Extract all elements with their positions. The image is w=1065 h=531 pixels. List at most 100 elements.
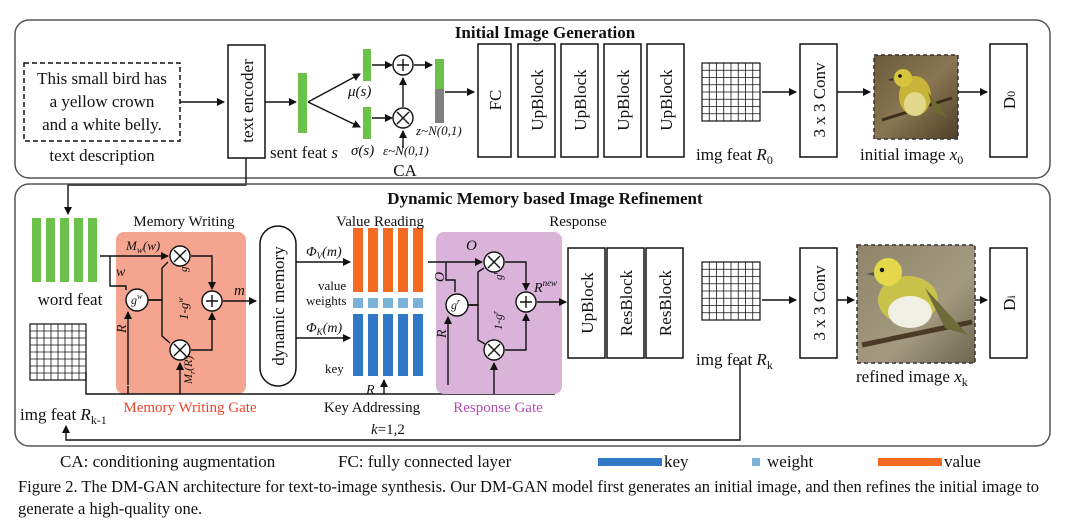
phi-k-label: ΦK(m) xyxy=(306,321,342,337)
value-slot xyxy=(413,228,423,292)
response-gate-label: Response Gate xyxy=(453,400,543,416)
word-feat-bar xyxy=(32,218,41,282)
text-line-1: This small bird has xyxy=(37,69,167,88)
stage2-resblock-2-label: ResBlock xyxy=(656,269,675,336)
ca-label: CA xyxy=(393,161,417,180)
weight-slot xyxy=(398,298,408,308)
legend-ca: CA: conditioning augmentation xyxy=(60,452,276,471)
stage1-title: Initial Image Generation xyxy=(455,23,636,42)
text-description-label: text description xyxy=(49,146,155,165)
key-slot xyxy=(398,314,408,376)
mr-label: Mr(R) xyxy=(181,356,197,385)
discriminator-0 xyxy=(989,43,1028,158)
discriminator-i xyxy=(989,247,1028,359)
stage2-panel xyxy=(14,183,1051,447)
text-line-2: a yellow crown xyxy=(50,92,155,111)
sent-feat-label: sent feat s xyxy=(270,143,338,162)
fc-box xyxy=(477,43,512,158)
img-feat-r0-label: img feat R0 xyxy=(696,145,773,167)
key-slot xyxy=(383,314,393,376)
discriminator-0-label: D0 xyxy=(1000,91,1019,109)
stage2-title: Dynamic Memory based Image Refinement xyxy=(387,189,703,208)
value-reading-title: Value Reading xyxy=(336,214,424,230)
key-label: key xyxy=(325,361,344,376)
conv-box-1 xyxy=(799,43,838,158)
legend-fc: FC: fully connected layer xyxy=(338,452,512,471)
initial-image-label: initial image x0 xyxy=(860,145,963,167)
sigma-bar xyxy=(363,107,371,139)
memory-writing-title: Memory Writing xyxy=(133,214,235,230)
word-feat-bars xyxy=(32,218,97,282)
r-symbol-mw: R xyxy=(115,324,130,334)
upblock-4 xyxy=(646,43,685,158)
value-slot xyxy=(368,228,378,292)
stage2-resblock-1 xyxy=(606,247,645,359)
one-minus-gw-label: 1-gw xyxy=(176,297,191,320)
k-range-label: k=1,2 xyxy=(371,422,405,438)
mu-bar xyxy=(363,49,371,81)
mw-label: Mw(w) xyxy=(125,238,160,255)
r-symbol-rg: R xyxy=(435,329,450,339)
upblock-3-label: UpBlock xyxy=(614,69,633,131)
value-slot xyxy=(398,228,408,292)
concat-bar-gray xyxy=(435,89,444,123)
m-symbol: m xyxy=(234,283,245,299)
gw-top-label: g xyxy=(178,266,190,272)
stage2-resblock-2 xyxy=(645,247,684,359)
text-line-3: and a white belly. xyxy=(42,115,162,134)
key-slot xyxy=(413,314,423,376)
weight-slot xyxy=(383,298,393,308)
weight-slot xyxy=(368,298,378,308)
word-feat-label: word feat xyxy=(38,290,103,309)
response-gate-region xyxy=(436,232,562,394)
conv-box-2 xyxy=(799,247,838,359)
word-feat-bar xyxy=(60,218,69,282)
memory-writing-gate-label: Memory Writing Gate xyxy=(123,400,257,416)
sent-feat-bar xyxy=(298,73,307,133)
stage1-panel xyxy=(14,19,1051,179)
stage2-upblock xyxy=(567,247,606,359)
figure-caption: Figure 2. The DM-GAN architecture for te… xyxy=(18,477,1040,518)
text-encoder-box xyxy=(227,44,266,159)
rnew-label: Rnew xyxy=(533,278,557,296)
stage2-resblock-1-label: ResBlock xyxy=(617,269,636,336)
memory-writing-gate-region xyxy=(116,232,246,394)
legend-key-label: key xyxy=(664,452,689,471)
weights-label: weights xyxy=(306,293,346,308)
conv-label-1: 3 x 3 Conv xyxy=(810,62,829,138)
weight-slot xyxy=(353,298,363,308)
fc-label: FC xyxy=(486,90,505,111)
z-label: z~N(0,1) xyxy=(415,123,462,138)
upblock-4-label: UpBlock xyxy=(657,69,676,131)
one-minus-gr-label: 1-gr xyxy=(491,310,505,330)
legend-key-swatch xyxy=(598,458,662,466)
upblock-1 xyxy=(517,43,556,158)
o-symbol-2: O xyxy=(433,272,448,282)
legend-weight-label: weight xyxy=(767,452,814,471)
gr-label: gr xyxy=(451,297,461,312)
r-approx-label: R xyxy=(365,383,375,398)
o-symbol: O xyxy=(466,238,477,254)
response-title: Response xyxy=(549,214,607,230)
value-slot xyxy=(383,228,393,292)
phi-v-label: ΦV(m) xyxy=(306,245,342,261)
epsilon-label: ε~N(0,1) xyxy=(383,143,429,158)
legend-weight-swatch xyxy=(752,458,760,466)
img-feat-r0-grid xyxy=(701,62,761,122)
memory-slots xyxy=(353,228,423,376)
upblock-3 xyxy=(603,43,642,158)
conv-label-2: 3 x 3 Conv xyxy=(810,265,829,341)
legend-value-swatch xyxy=(878,458,942,466)
value-label: value xyxy=(318,278,346,293)
dynamic-memory-box xyxy=(259,225,297,387)
concat-bar-green xyxy=(435,59,444,89)
word-feat-bar xyxy=(46,218,55,282)
text-encoder-label: text encoder xyxy=(238,59,257,143)
value-slot xyxy=(353,228,363,292)
upblock-1-label: UpBlock xyxy=(528,69,547,131)
legend-value-label: value xyxy=(944,452,981,471)
discriminator-i-label: Di xyxy=(1000,295,1019,311)
weight-slot xyxy=(413,298,423,308)
mu-label: μ(s) xyxy=(347,84,371,100)
